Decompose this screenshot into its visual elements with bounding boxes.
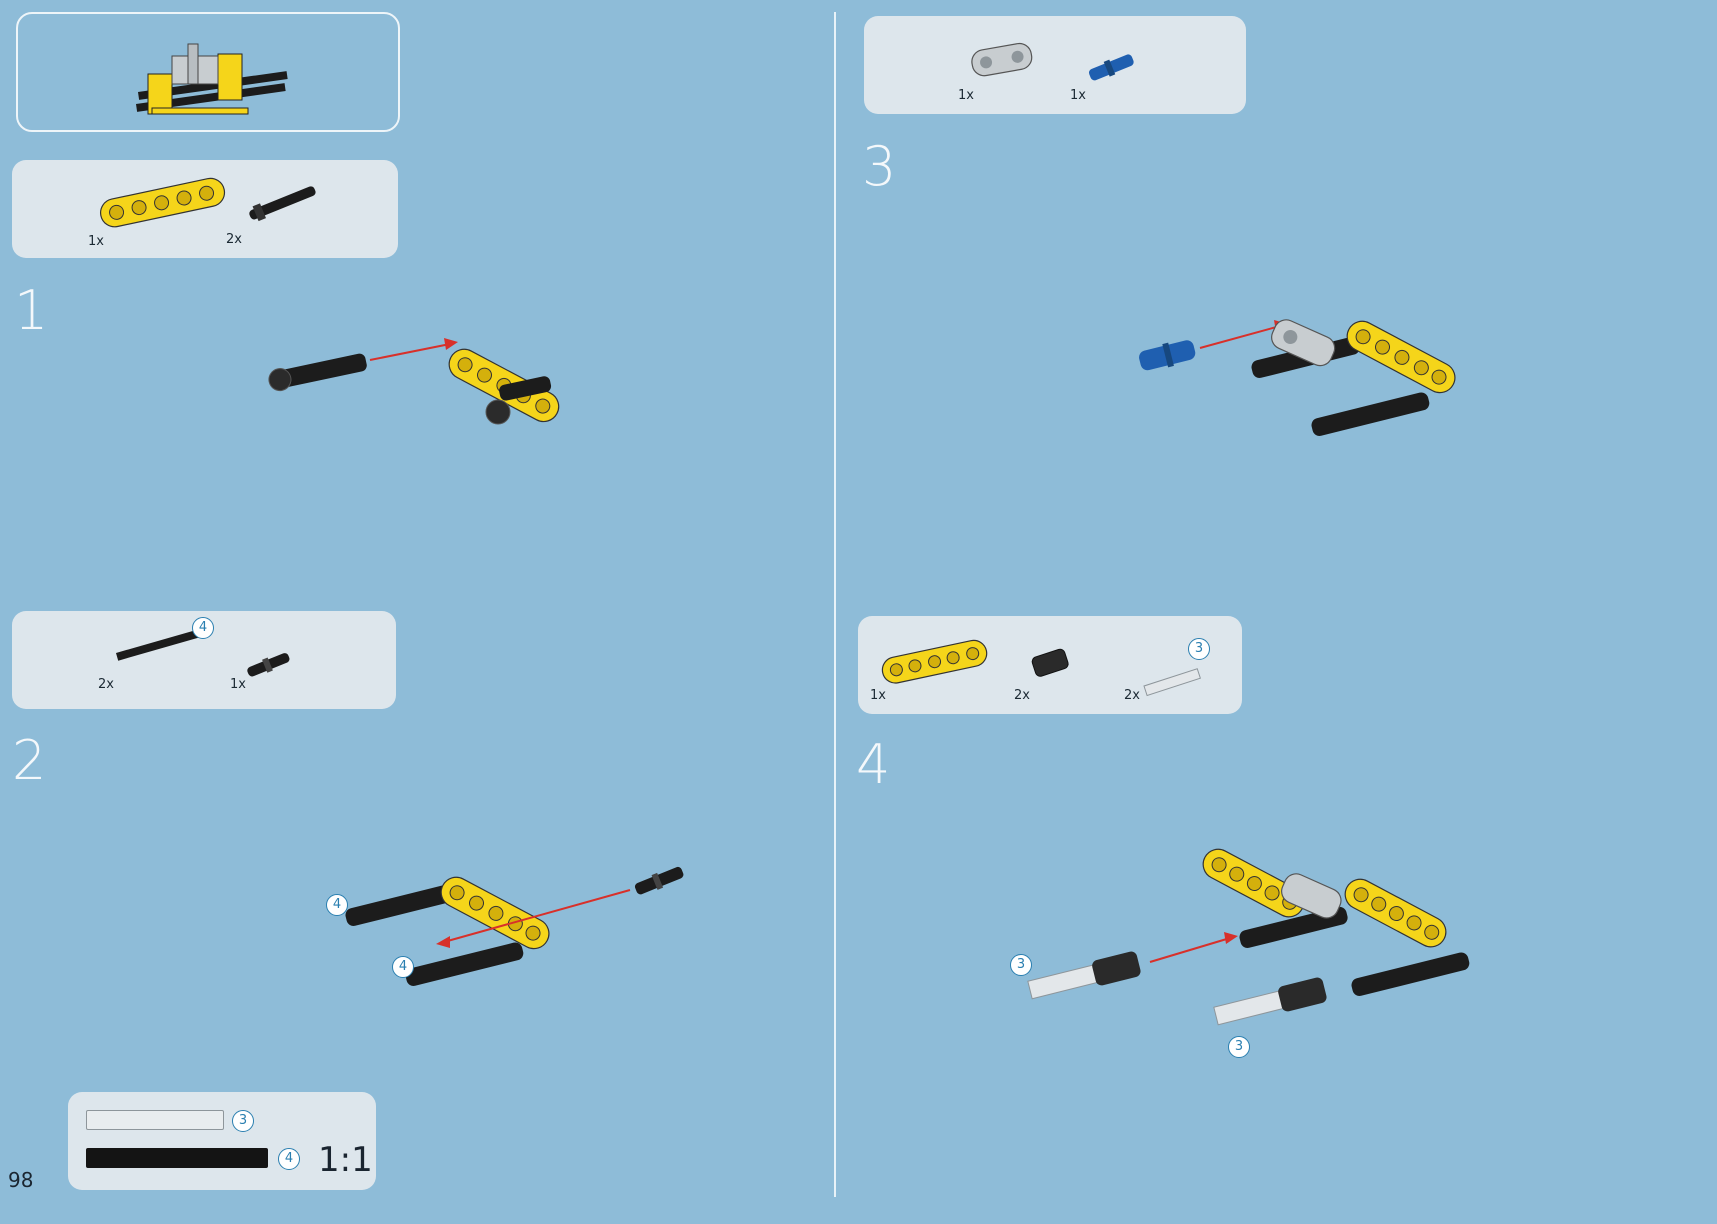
- step3-part2-qty: 1x: [1070, 88, 1086, 103]
- yellow-beam-part: [100, 177, 226, 228]
- step4-callout-bottom: 3: [1228, 1036, 1250, 1058]
- step2-parts-panel: 4 2x 1x: [12, 611, 396, 709]
- step2-axle-length-badge: 4: [192, 617, 214, 639]
- subassembly-overview-box: [16, 12, 400, 132]
- step3-number: 3: [862, 135, 897, 198]
- grey-axle-part: [1143, 668, 1201, 697]
- step4-part1-qty: 1x: [870, 688, 886, 703]
- step1-part2-qty: 2x: [226, 232, 242, 247]
- step3-parts-art: [971, 42, 1134, 81]
- step1-parts-panel: 1x 2x: [12, 160, 398, 258]
- yellow-beam-part: [881, 639, 988, 684]
- step2-assembly-image: [345, 866, 684, 986]
- step2-number: 2: [12, 729, 47, 792]
- black-pin-part: [249, 186, 316, 222]
- subassembly-preview-image: [136, 43, 288, 115]
- step2-parts-art: [116, 625, 290, 677]
- step2-callout-upper: 4: [326, 894, 348, 916]
- step4-parts-art: [881, 639, 1201, 697]
- step4-part3-qty: 2x: [1124, 688, 1140, 703]
- page-number: 98: [8, 1168, 34, 1192]
- grey-axle-ruler-length: 3: [232, 1110, 254, 1132]
- step1-parts-art: [100, 177, 316, 228]
- black-axle-ruler-length: 4: [278, 1148, 300, 1170]
- step1-number: 1: [14, 279, 49, 342]
- step1-assembly-image: [268, 338, 560, 425]
- step3-part1-qty: 1x: [958, 88, 974, 103]
- step4-callout-left: 3: [1010, 954, 1032, 976]
- grey-cross-block-part: [971, 42, 1033, 77]
- step2-callout-lower: 4: [392, 956, 414, 978]
- black-axle-ruler: [86, 1148, 268, 1168]
- step3-assembly-image: [1139, 319, 1456, 436]
- step2-part1-qty: 2x: [98, 677, 114, 692]
- step4-axle-length-badge: 3: [1188, 638, 1210, 660]
- grey-axle-ruler: [86, 1110, 224, 1130]
- step4-assembly-image: [1027, 848, 1470, 1026]
- step3-parts-panel: 1x 1x: [864, 16, 1246, 114]
- step4-part2-qty: 2x: [1014, 688, 1030, 703]
- scale-ruler-panel: 3 4: [68, 1092, 376, 1190]
- blue-axle-pin-part: [1088, 54, 1134, 81]
- step4-parts-panel: 3 1x 2x 2x: [858, 616, 1242, 714]
- step2-part2-qty: 1x: [230, 677, 246, 692]
- black-bush-part: [1031, 648, 1069, 677]
- step1-part1-qty: 1x: [88, 234, 104, 249]
- scale-label: 1:1: [318, 1140, 373, 1180]
- step4-number: 4: [856, 733, 891, 796]
- page-divider: [834, 12, 836, 1197]
